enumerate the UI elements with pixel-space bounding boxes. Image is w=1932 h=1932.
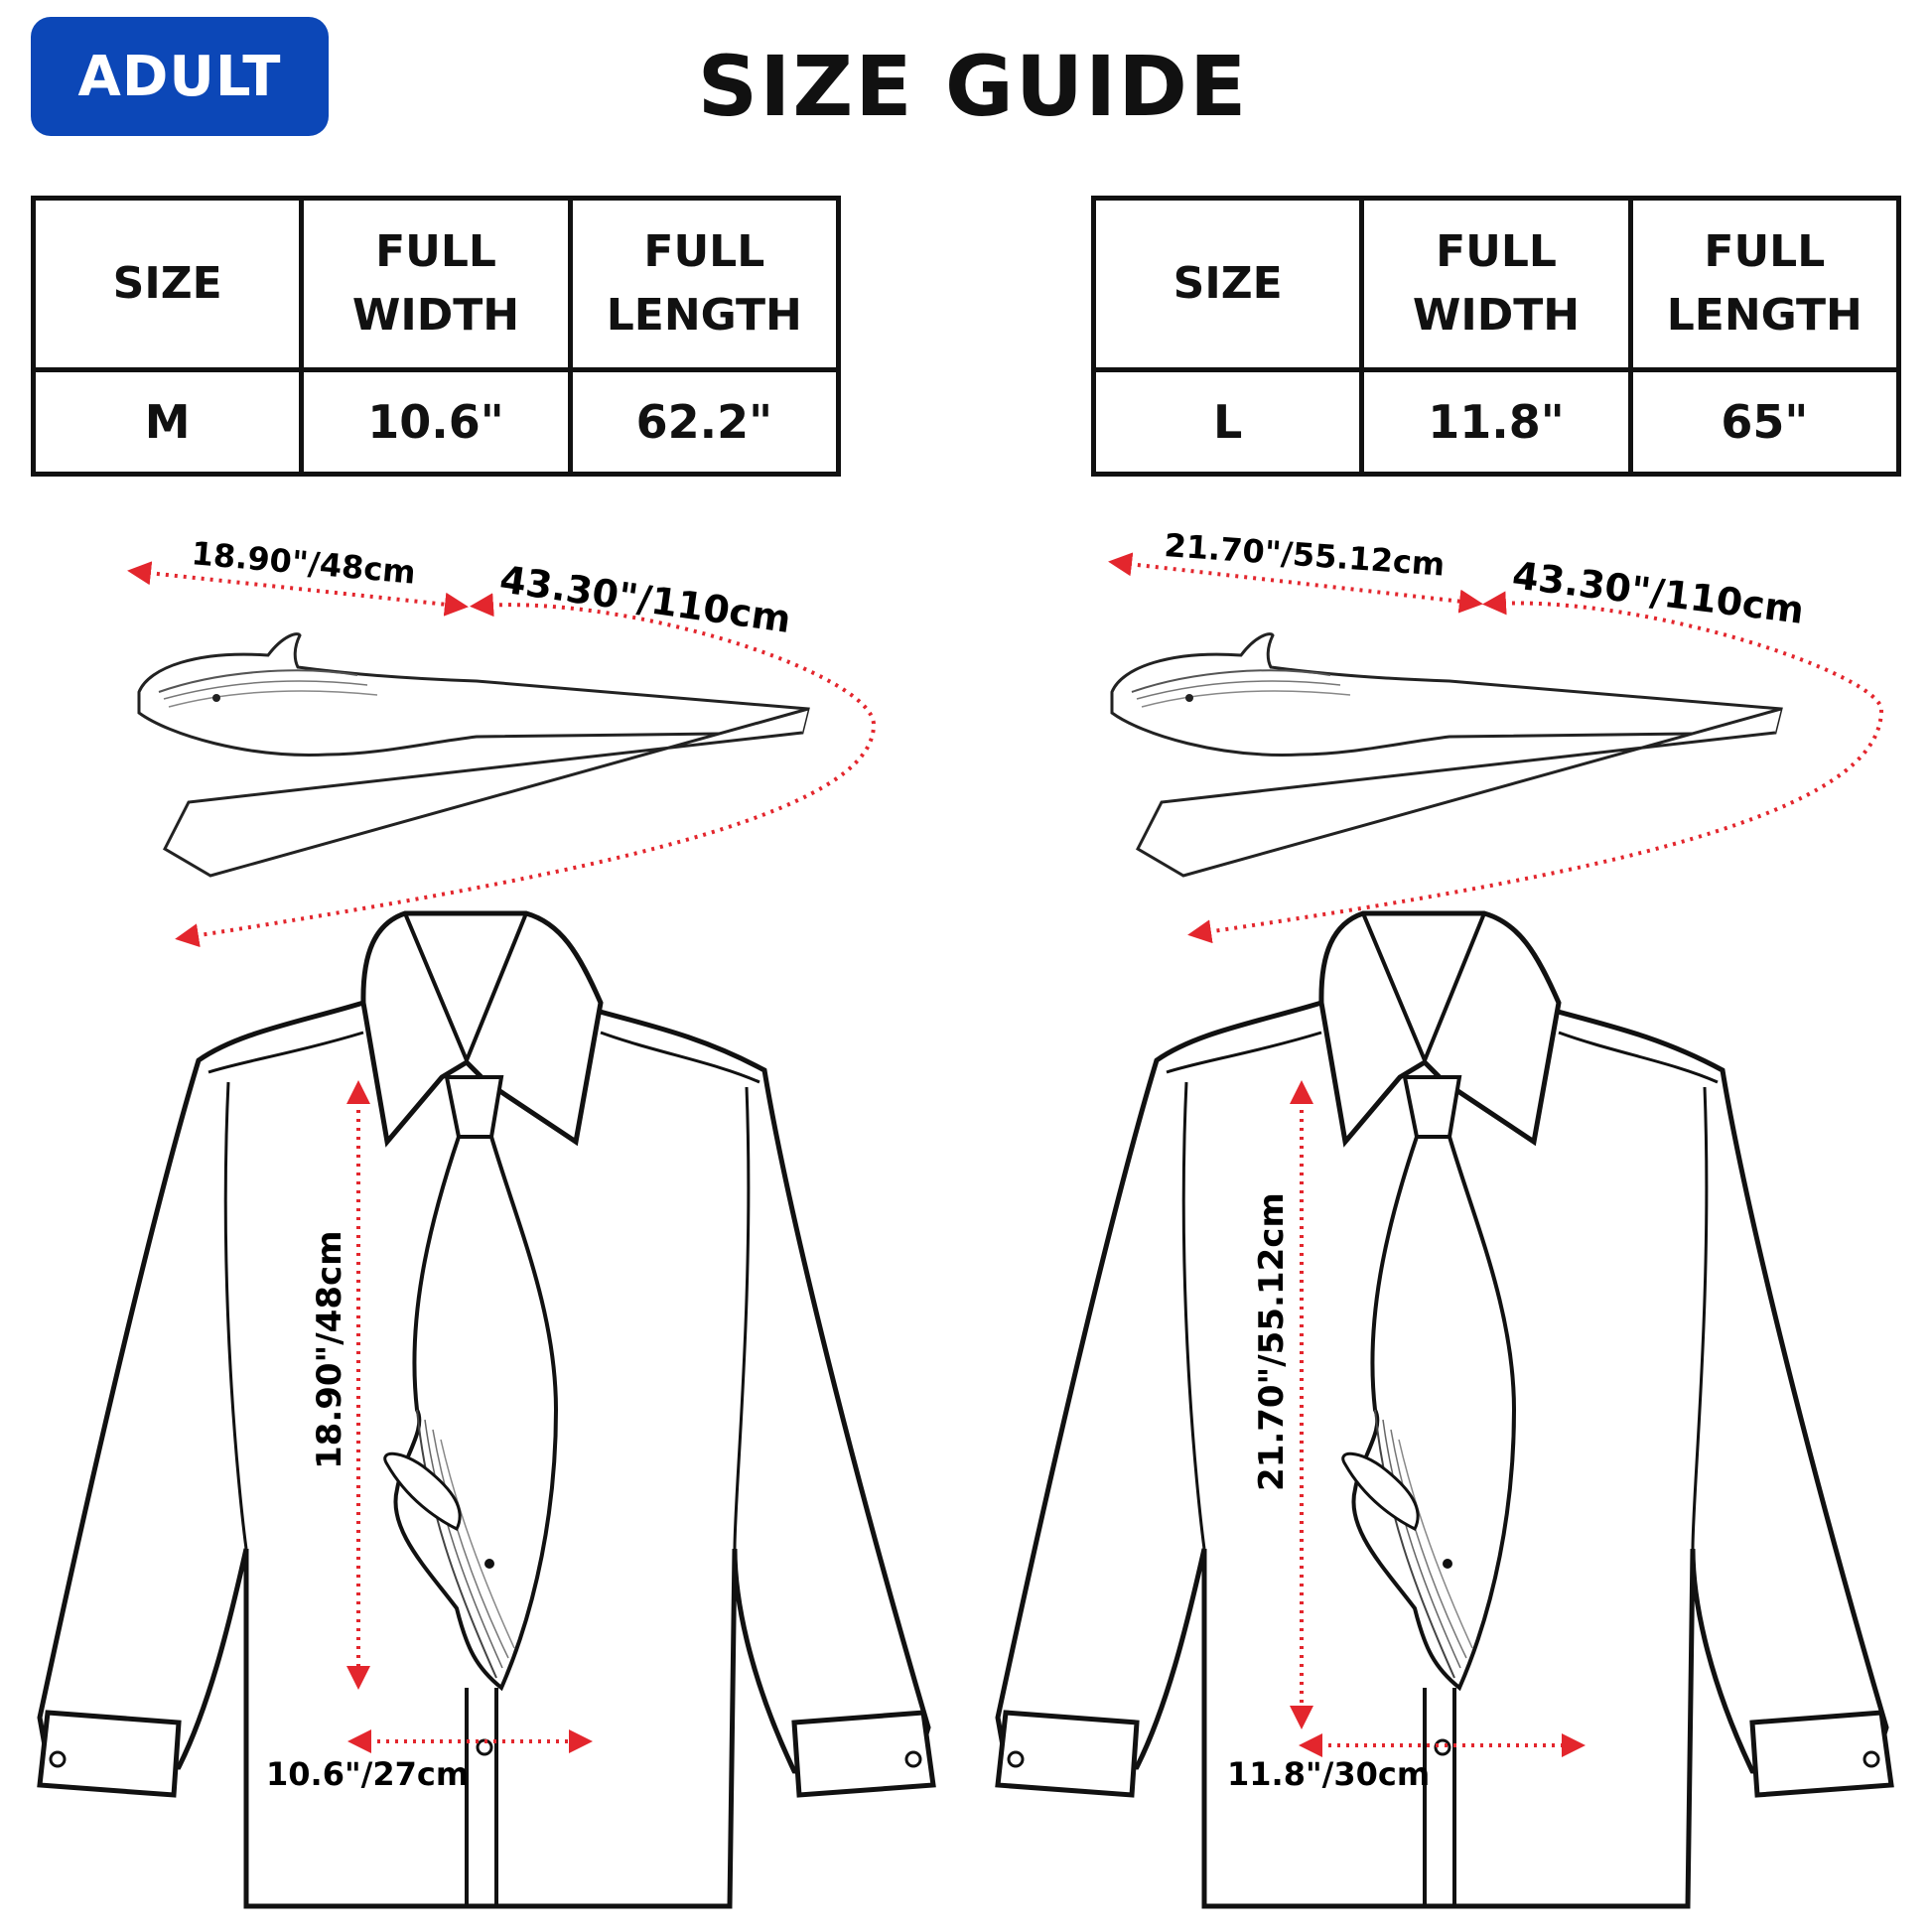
value-size: L [1090, 367, 1365, 477]
header-size: SIZE [1090, 196, 1365, 372]
adult-badge: ADULT [31, 17, 329, 136]
tie-tail-label: 43.30"/110cm [497, 557, 794, 641]
value-full-length: 62.2" [567, 367, 842, 477]
page-title: SIZE GUIDE [697, 38, 1249, 135]
value-size: M [30, 367, 305, 477]
tie-top-label: 18.90"/48cm [190, 534, 417, 592]
diagram-m: 18.90"/48cm 43.30"/110cm 18.90"/48cm 10.… [40, 534, 933, 1906]
vertical-label: 18.90"/48cm [310, 1230, 349, 1469]
vertical-label: 21.70"/55.12cm [1252, 1192, 1292, 1491]
value-full-length: 65" [1627, 367, 1902, 477]
tie-tail-label: 43.30"/110cm [1510, 553, 1806, 632]
width-label: 11.8"/30cm [1227, 1755, 1430, 1793]
width-label: 10.6"/27cm [266, 1755, 469, 1793]
value-full-width: 10.6" [299, 367, 573, 477]
shirt-with-tie-icon [40, 913, 933, 1906]
whale-tie-icon [1110, 632, 1783, 878]
tie-tail-measure [175, 593, 877, 948]
tie-top-label: 21.70"/55.12cm [1163, 526, 1446, 584]
diagram-l: 21.70"/55.12cm 43.30"/110cm 21.70"/55.12… [998, 526, 1891, 1906]
shirt-with-tie-icon [998, 913, 1891, 1906]
value-full-width: 11.8" [1359, 367, 1633, 477]
whale-tie-icon [137, 632, 810, 878]
header-size: SIZE [30, 196, 305, 372]
